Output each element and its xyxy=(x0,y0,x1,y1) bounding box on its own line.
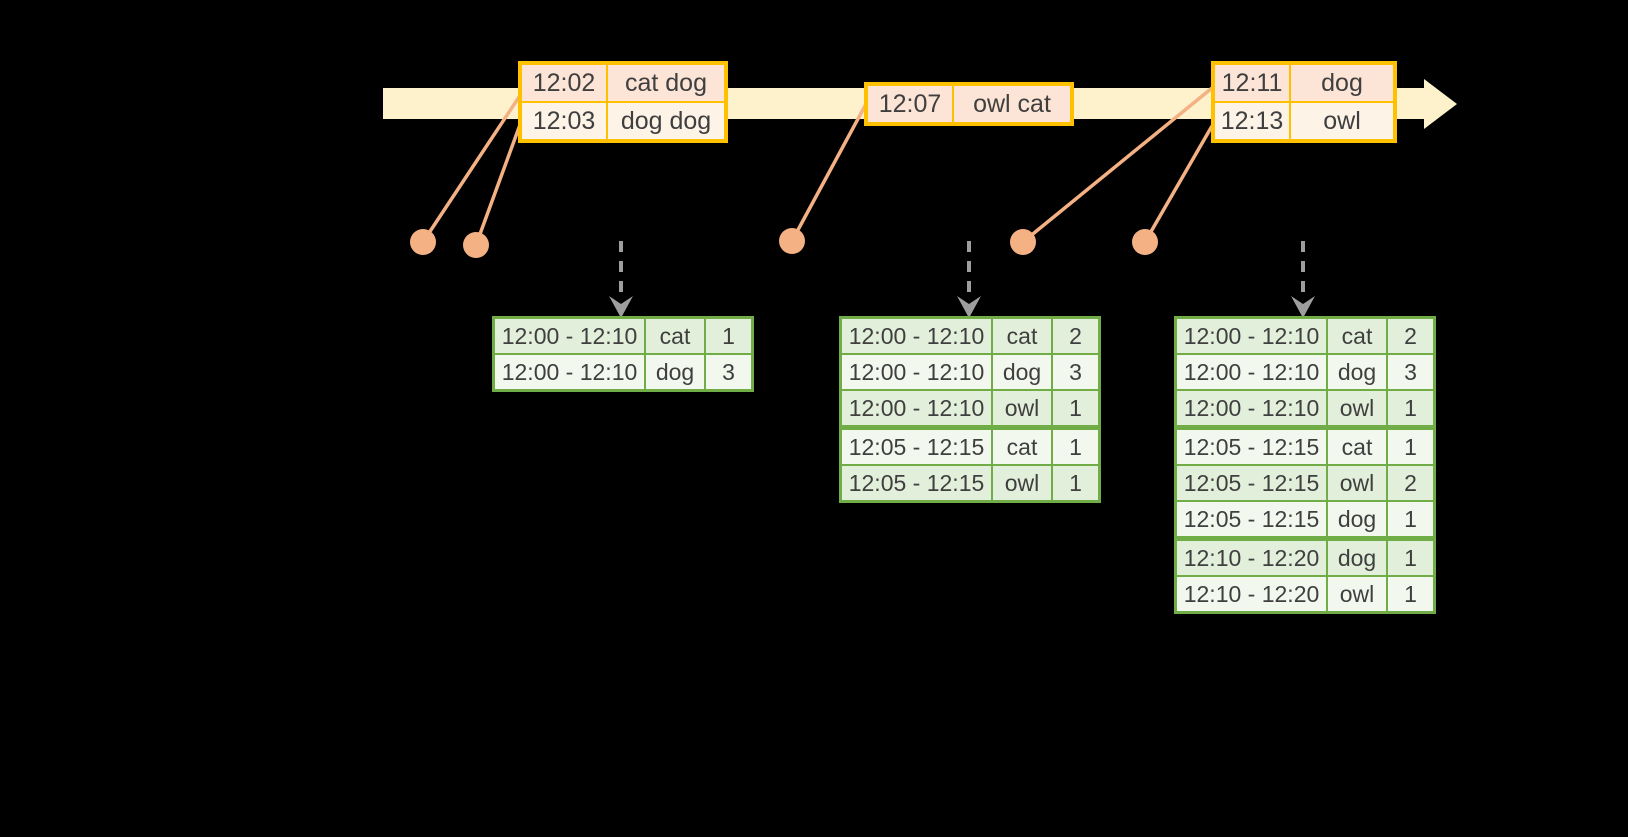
window-cell: 12:05 - 12:15 xyxy=(1177,430,1326,464)
result-row: 12:05 - 12:15 owl 1 xyxy=(842,466,1098,500)
result-row: 12:05 - 12:15 owl 2 xyxy=(1177,466,1433,500)
result-table: 12:00 - 12:10 cat 2 12:00 - 12:10 dog 3 … xyxy=(839,316,1101,503)
count-cell: 3 xyxy=(1388,355,1433,389)
count-cell: 3 xyxy=(1053,355,1098,389)
count-cell: 1 xyxy=(706,319,751,353)
count-cell: 1 xyxy=(1388,502,1433,536)
result-row: 12:00 - 12:10 dog 3 xyxy=(1177,355,1433,389)
event-time-cell: 12:02 xyxy=(522,65,606,101)
count-cell: 2 xyxy=(1388,319,1433,353)
event-dot xyxy=(1010,229,1036,255)
word-cell: cat xyxy=(993,430,1051,464)
result-row: 12:00 - 12:10 cat 2 xyxy=(1177,319,1433,353)
event-time-cell: 12:07 xyxy=(868,86,952,122)
event-words-cell: dog xyxy=(1289,65,1393,101)
result-row: 12:00 - 12:10 owl 1 xyxy=(1177,391,1433,425)
count-cell: 1 xyxy=(1388,577,1433,611)
word-cell: owl xyxy=(1328,466,1386,500)
timeline-arrowhead-icon xyxy=(1424,79,1457,129)
window-cell: 12:00 - 12:10 xyxy=(842,319,991,353)
count-cell: 2 xyxy=(1388,466,1433,500)
window-cell: 12:00 - 12:10 xyxy=(1177,355,1326,389)
result-row: 12:05 - 12:15 cat 1 xyxy=(1177,430,1433,464)
result-row: 12:05 - 12:15 dog 1 xyxy=(1177,502,1433,536)
input-table: 12:02 cat dog 12:03 dog dog xyxy=(518,61,728,143)
word-cell: owl xyxy=(1328,577,1386,611)
event-dot xyxy=(463,232,489,258)
word-cell: cat xyxy=(993,319,1051,353)
event-words-cell: owl cat xyxy=(952,86,1070,122)
result-row: 12:10 - 12:20 dog 1 xyxy=(1177,541,1433,575)
window-cell: 12:00 - 12:10 xyxy=(1177,391,1326,425)
result-table: 12:00 - 12:10 cat 1 12:00 - 12:10 dog 3 xyxy=(492,316,754,392)
event-connector-line xyxy=(474,121,523,246)
event-time-cell: 12:13 xyxy=(1215,103,1289,139)
window-cell: 12:05 - 12:15 xyxy=(842,466,991,500)
word-cell: dog xyxy=(1328,502,1386,536)
window-cell: 12:05 - 12:15 xyxy=(1177,466,1326,500)
input-table: 12:07 owl cat xyxy=(864,82,1074,126)
event-dot xyxy=(410,229,436,255)
trigger-arrowhead-icon xyxy=(1291,296,1315,318)
event-words-cell: dog dog xyxy=(606,103,724,139)
word-cell: dog xyxy=(1328,541,1386,575)
window-cell: 12:00 - 12:10 xyxy=(842,391,991,425)
window-cell: 12:00 - 12:10 xyxy=(495,355,644,389)
input-row: 12:02 cat dog xyxy=(522,65,724,101)
result-row: 12:00 - 12:10 cat 2 xyxy=(842,319,1098,353)
input-table: 12:11 dog 12:13 owl xyxy=(1211,61,1397,143)
window-cell: 12:10 - 12:20 xyxy=(1177,577,1326,611)
input-row: 12:03 dog dog xyxy=(522,101,724,139)
count-cell: 3 xyxy=(706,355,751,389)
event-words-cell: owl xyxy=(1289,103,1393,139)
word-cell: cat xyxy=(646,319,704,353)
window-cell: 12:00 - 12:10 xyxy=(842,355,991,389)
count-cell: 1 xyxy=(1053,391,1098,425)
event-connector-line xyxy=(421,93,523,243)
word-cell: cat xyxy=(1328,430,1386,464)
window-cell: 12:05 - 12:15 xyxy=(1177,502,1326,536)
result-row: 12:00 - 12:10 dog 3 xyxy=(495,355,751,389)
event-dot xyxy=(1132,229,1158,255)
count-cell: 2 xyxy=(1053,319,1098,353)
event-time-cell: 12:03 xyxy=(522,103,606,139)
result-row: 12:00 - 12:10 dog 3 xyxy=(842,355,1098,389)
event-time-cell: 12:11 xyxy=(1215,65,1289,101)
word-cell: cat xyxy=(1328,319,1386,353)
result-row: 12:00 - 12:10 owl 1 xyxy=(842,391,1098,425)
count-cell: 1 xyxy=(1388,541,1433,575)
word-cell: owl xyxy=(993,391,1051,425)
word-cell: dog xyxy=(1328,355,1386,389)
word-cell: owl xyxy=(1328,391,1386,425)
result-row: 12:00 - 12:10 cat 1 xyxy=(495,319,751,353)
input-row: 12:13 owl xyxy=(1215,101,1393,139)
event-connector-line xyxy=(1021,86,1214,244)
word-cell: owl xyxy=(993,466,1051,500)
event-connector-line xyxy=(790,103,868,242)
event-connector-line xyxy=(1143,125,1214,243)
count-cell: 1 xyxy=(1053,466,1098,500)
window-cell: 12:10 - 12:20 xyxy=(1177,541,1326,575)
input-row: 12:11 dog xyxy=(1215,65,1393,101)
count-cell: 1 xyxy=(1388,391,1433,425)
window-cell: 12:00 - 12:10 xyxy=(495,319,644,353)
result-row: 12:10 - 12:20 owl 1 xyxy=(1177,577,1433,611)
word-cell: dog xyxy=(646,355,704,389)
count-cell: 1 xyxy=(1053,430,1098,464)
window-cell: 12:05 - 12:15 xyxy=(842,430,991,464)
event-dot xyxy=(779,228,805,254)
result-row: 12:05 - 12:15 cat 1 xyxy=(842,430,1098,464)
window-cell: 12:00 - 12:10 xyxy=(1177,319,1326,353)
trigger-arrowhead-icon xyxy=(609,296,633,318)
result-table: 12:00 - 12:10 cat 2 12:00 - 12:10 dog 3 … xyxy=(1174,316,1436,614)
count-cell: 1 xyxy=(1388,430,1433,464)
word-cell: dog xyxy=(993,355,1051,389)
event-words-cell: cat dog xyxy=(606,65,724,101)
trigger-arrowhead-icon xyxy=(957,296,981,318)
input-row: 12:07 owl cat xyxy=(868,86,1070,122)
